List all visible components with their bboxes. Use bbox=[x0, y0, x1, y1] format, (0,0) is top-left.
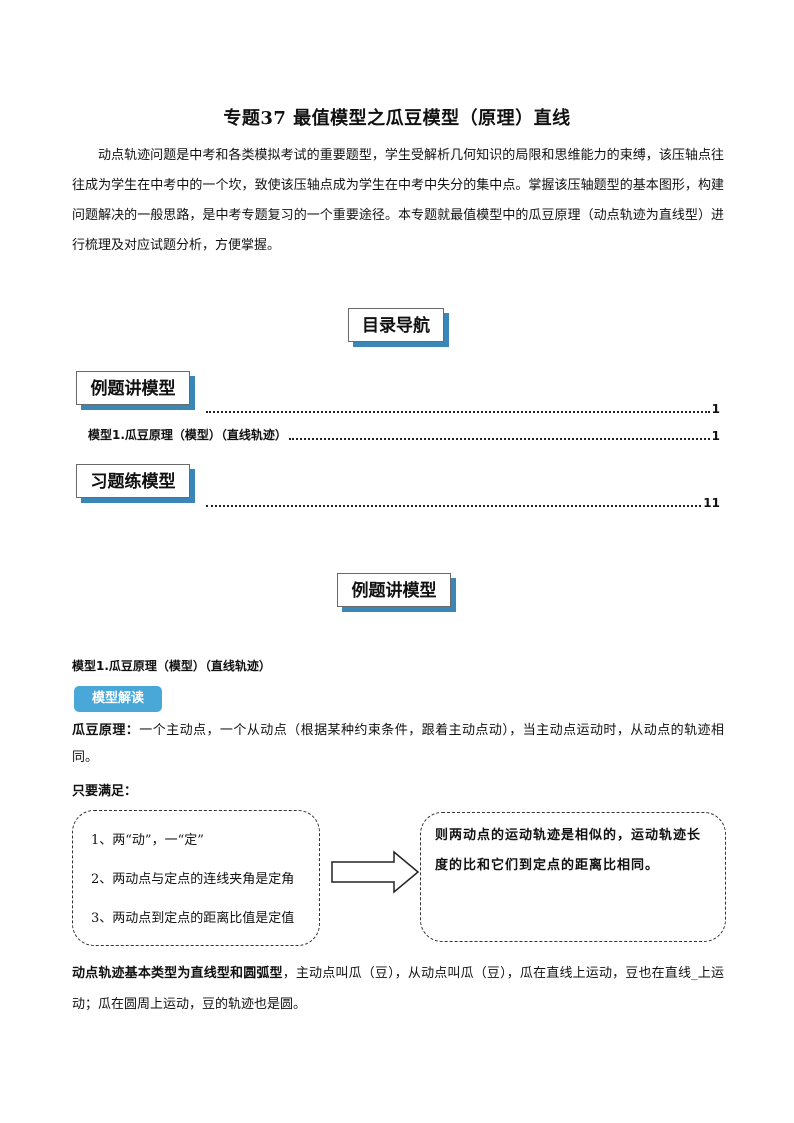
toc-page-number: 1 bbox=[711, 402, 720, 416]
trajectory-text: ，主动点叫瓜（豆），从动点叫瓜（豆），瓜在直线上运动，豆也在直线_上运动；瓜在圆… bbox=[72, 966, 724, 1012]
right-arrow-icon bbox=[331, 850, 420, 894]
toc-page-number: 11 bbox=[703, 496, 720, 510]
toc-section-examples[interactable]: 例题讲模型 bbox=[76, 371, 190, 405]
toc-entry-label: 模型1.瓜豆原理（模型）（直线轨迹） bbox=[88, 428, 287, 442]
toc-leader-dots bbox=[288, 438, 710, 440]
principle-label: 瓜豆原理： bbox=[72, 723, 140, 738]
model-title: 模型1.瓜豆原理（模型）（直线轨迹） bbox=[72, 659, 271, 673]
condition-3: 3、两动点到定点的距离比值是定值 bbox=[91, 911, 295, 926]
toc-leader-dots bbox=[206, 411, 710, 413]
toc-entry-model1[interactable]: 模型1.瓜豆原理（模型）（直线轨迹） 1 bbox=[88, 426, 720, 443]
condition-1: 1、两“动”，一“定” bbox=[91, 833, 204, 848]
toc-heading: 目录导航 bbox=[348, 308, 444, 342]
section-heading-examples: 例题讲模型 bbox=[337, 573, 451, 607]
toc-section-exercises[interactable]: 习题练模型 bbox=[76, 464, 190, 498]
principle-paragraph: 瓜豆原理：一个主动点，一个从动点（根据某种约束条件，跟着主动点动），当主动点运动… bbox=[72, 717, 724, 771]
model-tag: 模型解读 bbox=[74, 686, 162, 712]
conclusion-box: 则两动点的运动轨迹是相似的，运动轨迹长度的比和它们到定点的距离比相同。 bbox=[420, 812, 726, 942]
toc-entry-exercises[interactable]: 11 bbox=[204, 496, 720, 510]
requirement-label: 只要满足： bbox=[72, 784, 138, 799]
principle-text: 一个主动点，一个从动点（根据某种约束条件，跟着主动点动），当主动点运动时，从动点… bbox=[72, 723, 724, 765]
conclusion-text: 则两动点的运动轨迹是相似的，运动轨迹长度的比和它们到定点的距离比相同。 bbox=[435, 828, 702, 873]
intro-paragraph: 动点轨迹问题是中考和各类模拟考试的重要题型，学生受解析几何知识的局限和思维能力的… bbox=[72, 148, 724, 253]
toc-leader-dots bbox=[206, 505, 702, 507]
condition-2: 2、两动点与定点的连线夹角是定角 bbox=[91, 872, 295, 887]
toc-entry-examples[interactable]: 1 bbox=[204, 402, 720, 416]
toc-page-number: 1 bbox=[711, 429, 720, 443]
trajectory-bold: 动点轨迹基本类型为直线型和圆弧型 bbox=[72, 966, 283, 981]
conditions-box: 1、两“动”，一“定” 2、两动点与定点的连线夹角是定角 3、两动点到定点的距离… bbox=[72, 810, 320, 946]
page-title: 专题37 最值模型之瓜豆模型（原理）直线 bbox=[223, 108, 571, 129]
trajectory-paragraph: 动点轨迹基本类型为直线型和圆弧型，主动点叫瓜（豆），从动点叫瓜（豆），瓜在直线上… bbox=[72, 958, 724, 1020]
